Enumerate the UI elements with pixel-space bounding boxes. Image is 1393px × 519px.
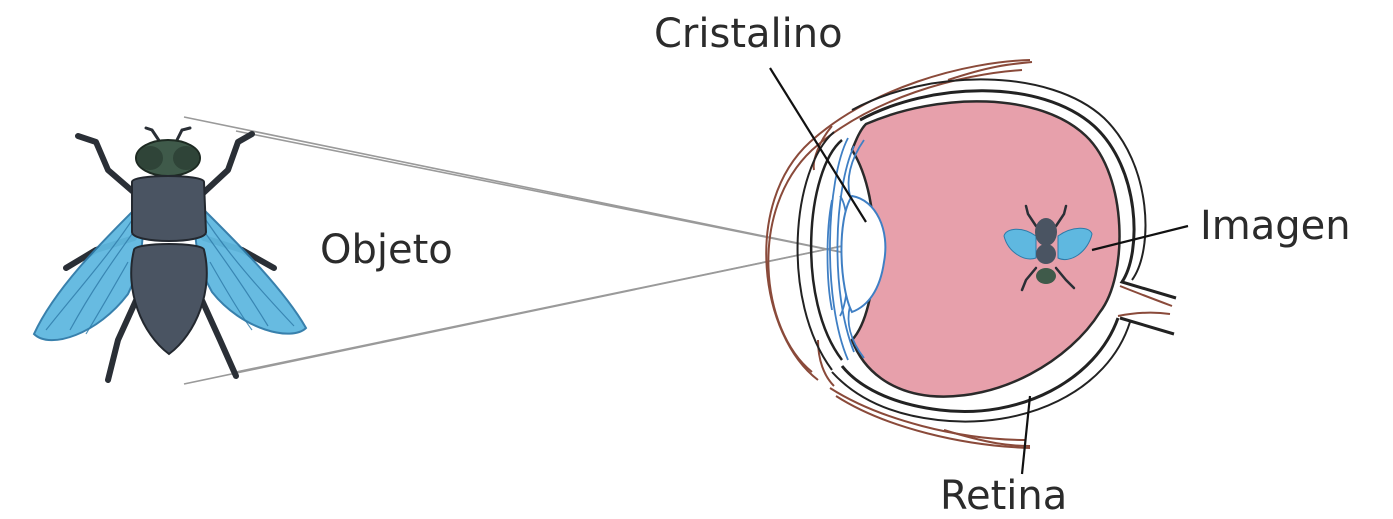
label-imagen: Imagen — [1200, 206, 1351, 246]
leader-retina — [1022, 396, 1030, 474]
leader-cristalino — [770, 68, 866, 222]
label-cristalino: Cristalino — [654, 14, 843, 54]
fly-icon — [34, 128, 306, 380]
label-objeto: Objeto — [320, 230, 453, 270]
eye-cross-section-icon — [766, 60, 1176, 448]
label-retina: Retina — [940, 476, 1067, 516]
